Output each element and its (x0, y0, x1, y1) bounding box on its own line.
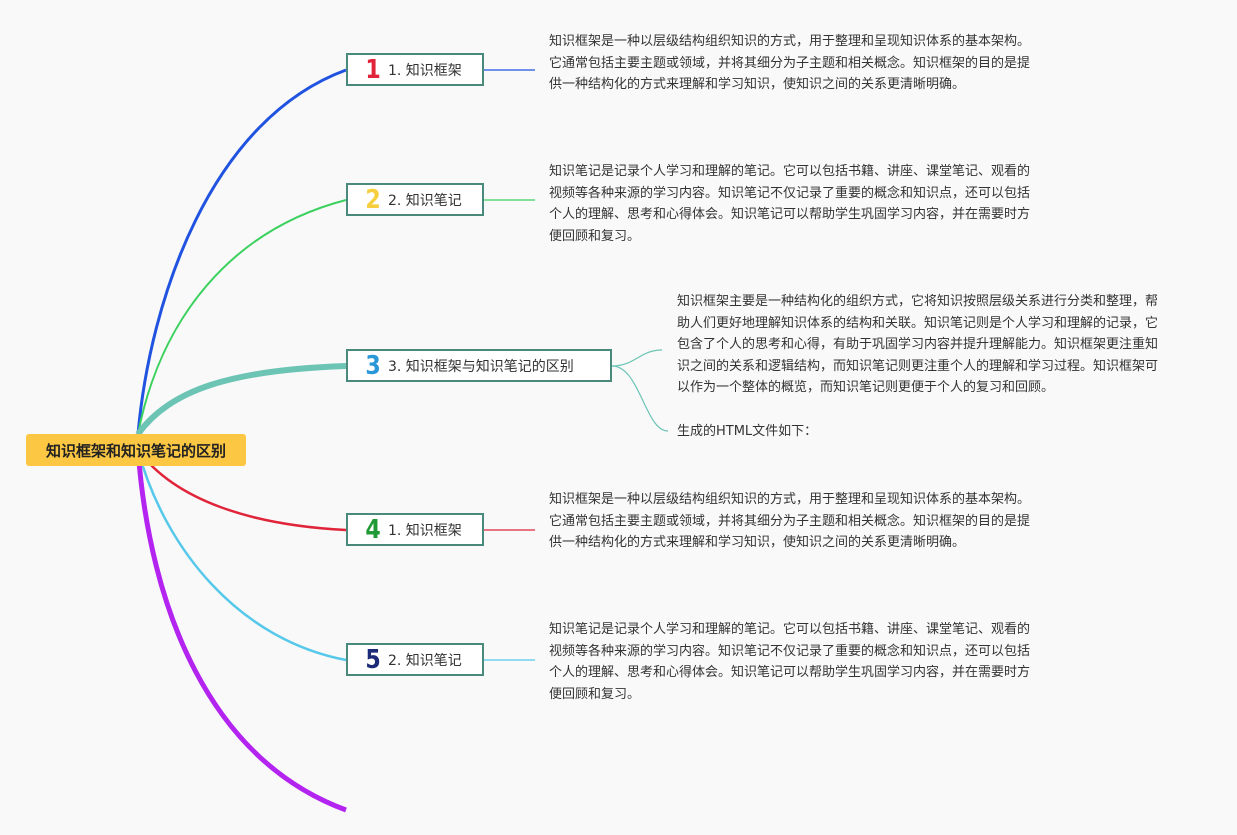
topic-5-label: 2. 知识笔记 (388, 652, 462, 669)
topic-3[interactable]: 3 3. 知识框架与知识笔记的区别 (346, 349, 612, 382)
topic-1-label: 1. 知识框架 (388, 62, 462, 79)
description-4: 知识框架是一种以层级结构组织知识的方式，用于整理和呈现知识体系的基本架构。它通常… (549, 492, 1031, 550)
connector-3a (611, 349, 663, 367)
number-4-icon: 4 (365, 514, 381, 545)
topic-3-label: 3. 知识框架与知识笔记的区别 (388, 358, 574, 375)
description-2: 知识笔记是记录个人学习和理解的笔记。它可以包括书籍、讲座、课堂笔记、观看的视频等… (549, 164, 1031, 244)
topic-2-label: 2. 知识笔记 (388, 192, 462, 209)
branch-line-4 (136, 449, 347, 532)
branch-line-5 (136, 449, 347, 662)
branch-line-extra (135, 449, 347, 813)
branch-line-1 (136, 68, 347, 435)
connector-3b (611, 365, 669, 432)
number-5-icon: 5 (365, 644, 381, 675)
topic-4[interactable]: 4 1. 知识框架 (346, 513, 484, 546)
topic-5[interactable]: 5 2. 知识笔记 (346, 643, 484, 676)
description-3-extra: 生成的HTML文件如下： (677, 424, 818, 439)
branch-line-2 (137, 199, 347, 435)
description-5: 知识笔记是记录个人学习和理解的笔记。它可以包括书籍、讲座、课堂笔记、观看的视频等… (549, 622, 1031, 702)
topic-1[interactable]: 1 1. 知识框架 (346, 53, 484, 86)
branch-line-3 (135, 363, 347, 436)
topic-2[interactable]: 2 2. 知识笔记 (346, 183, 484, 216)
description-1: 知识框架是一种以层级结构组织知识的方式，用于整理和呈现知识体系的基本架构。它通常… (549, 34, 1031, 92)
root-topic[interactable]: 知识框架和知识笔记的区别 (26, 434, 246, 466)
number-2-icon: 2 (365, 184, 381, 215)
number-3-icon: 3 (365, 350, 381, 381)
description-3: 知识框架主要是一种结构化的组织方式，它将知识按照层级关系进行分类和整理，帮助人们… (677, 294, 1159, 395)
number-1-icon: 1 (365, 54, 381, 85)
topic-4-label: 1. 知识框架 (388, 522, 462, 539)
root-topic-label: 知识框架和知识笔记的区别 (45, 441, 226, 460)
